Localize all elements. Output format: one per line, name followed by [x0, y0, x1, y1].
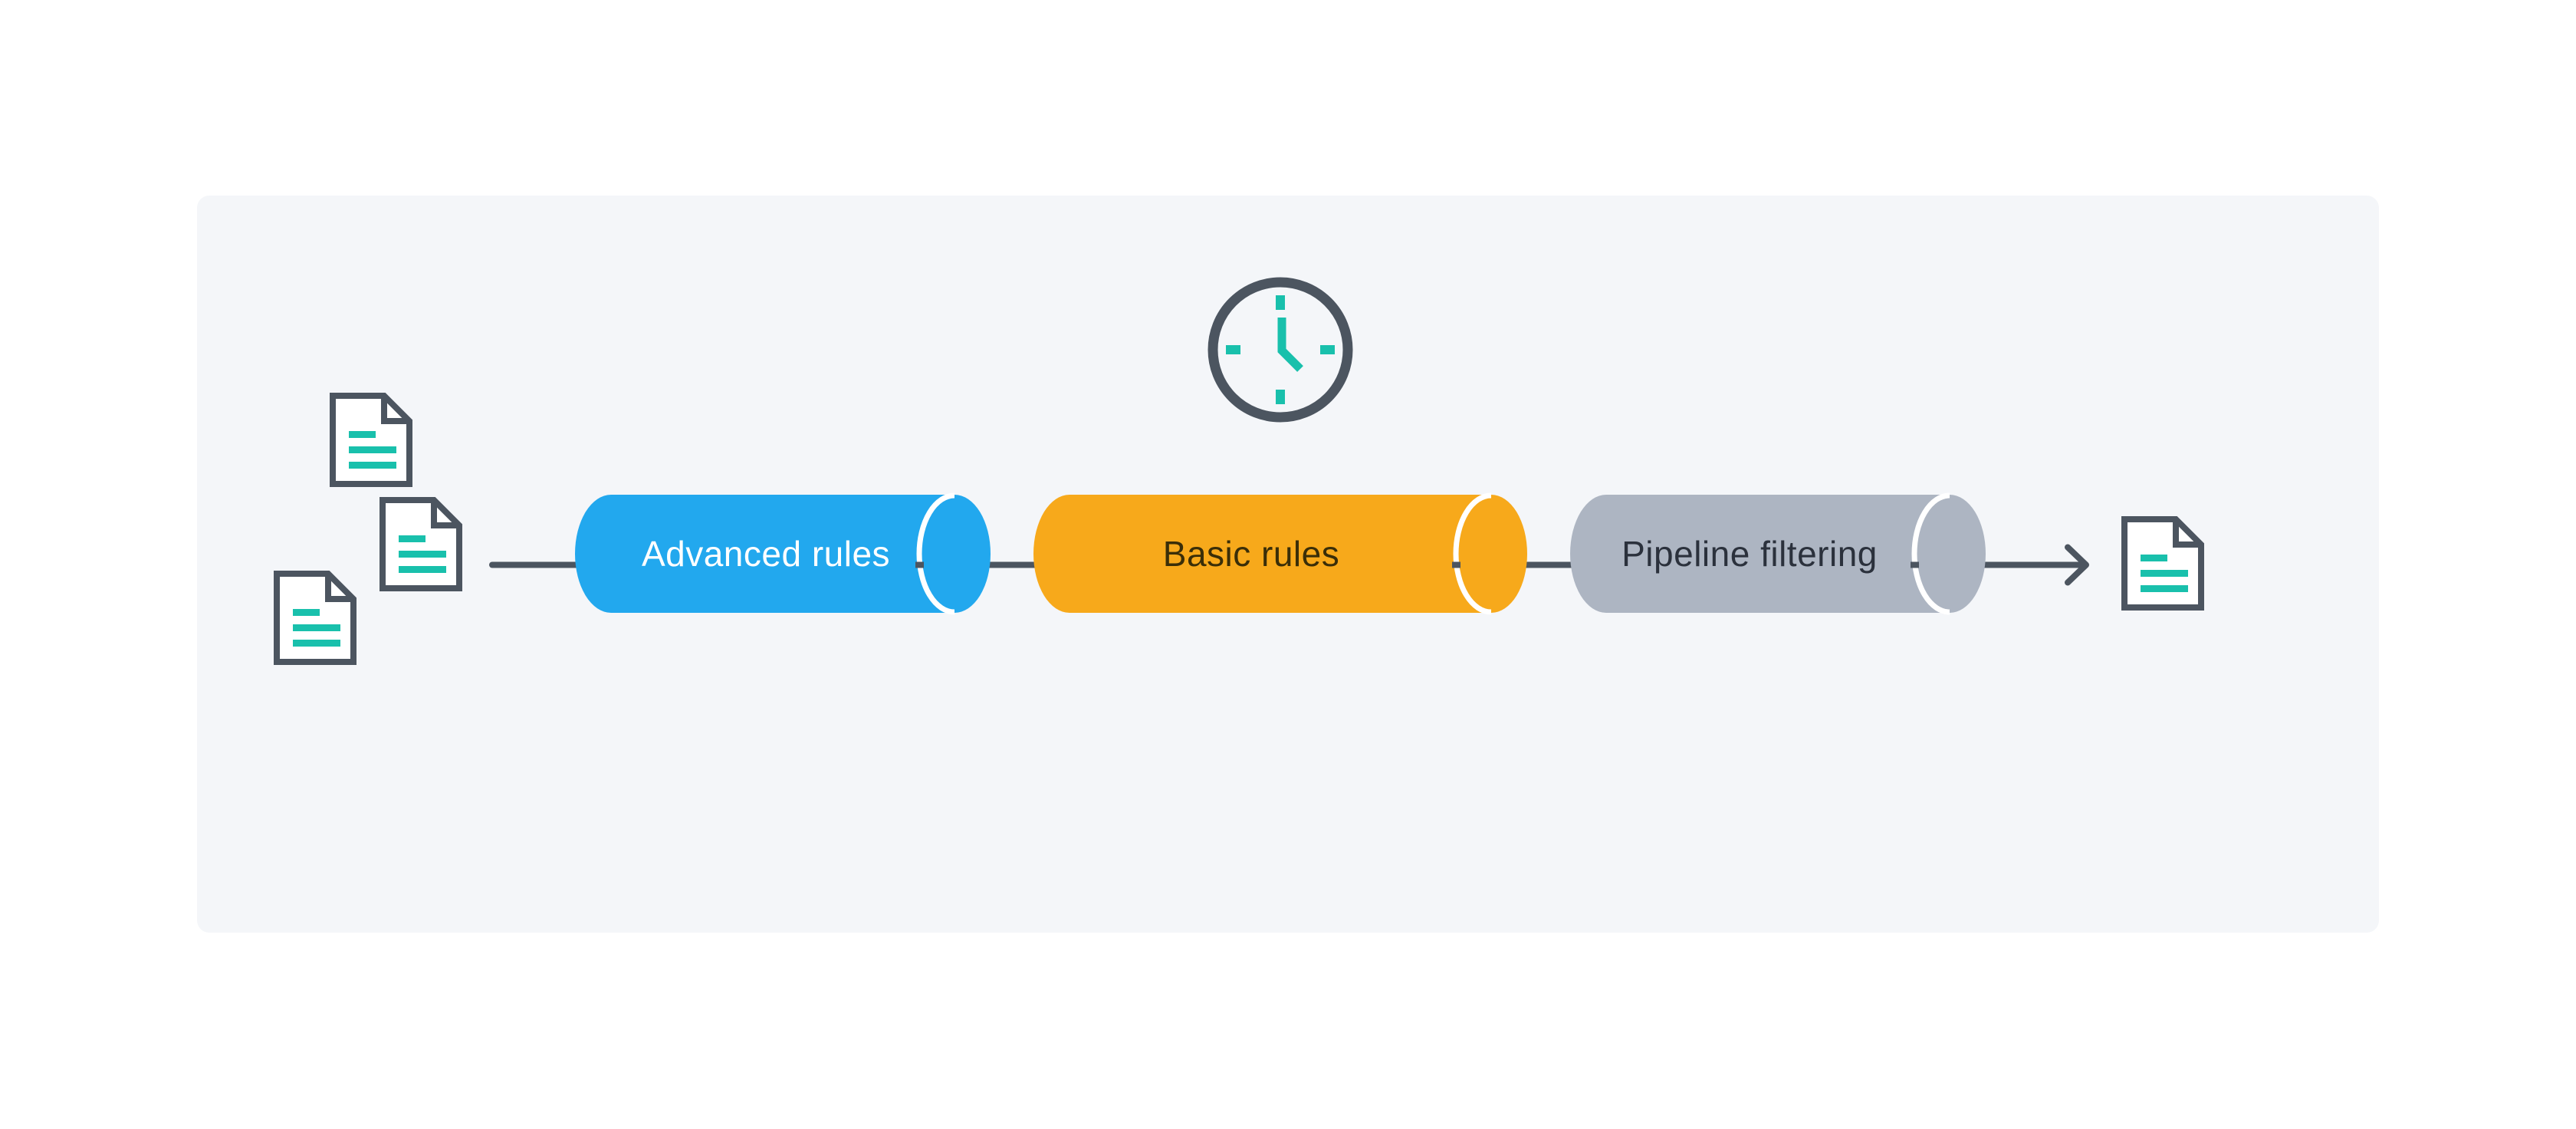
cylinder-body: [575, 495, 991, 613]
arrow-right-icon: [2065, 544, 2089, 586]
stage-basic-rules-cylinder: Basic rules: [1033, 492, 1527, 615]
cylinder-cap-seam: [916, 492, 955, 615]
document-icon-input-1: [333, 396, 409, 484]
stage-label-advanced-rules: Advanced rules: [642, 534, 890, 574]
cylinder-body: [1033, 495, 1527, 613]
clock-tick-6: [1276, 390, 1285, 404]
clock-tick-9: [1226, 345, 1240, 354]
clock-tick-3: [1320, 345, 1335, 354]
stage-pipeline-filtering-cylinder: Pipeline filtering: [1570, 492, 1986, 615]
clock-tick-12: [1276, 295, 1285, 310]
document-icon-input-3: [277, 574, 353, 662]
cylinder-body: [1570, 495, 1986, 613]
stage-label-basic-rules: Basic rules: [1163, 534, 1339, 574]
stage-advanced-rules-cylinder: Advanced rules: [575, 492, 991, 615]
clock-hands: [1277, 318, 1303, 372]
stage-label-pipeline-filtering: Pipeline filtering: [1622, 534, 1878, 574]
cylinder-cap-seam: [1911, 492, 1950, 615]
document-icon-input-2: [383, 500, 459, 588]
cylinder-cap-seam: [1453, 492, 1492, 615]
clock-icon: [1208, 277, 1353, 423]
document-icon-output: [2124, 519, 2201, 607]
clock-face: [1208, 277, 1353, 423]
